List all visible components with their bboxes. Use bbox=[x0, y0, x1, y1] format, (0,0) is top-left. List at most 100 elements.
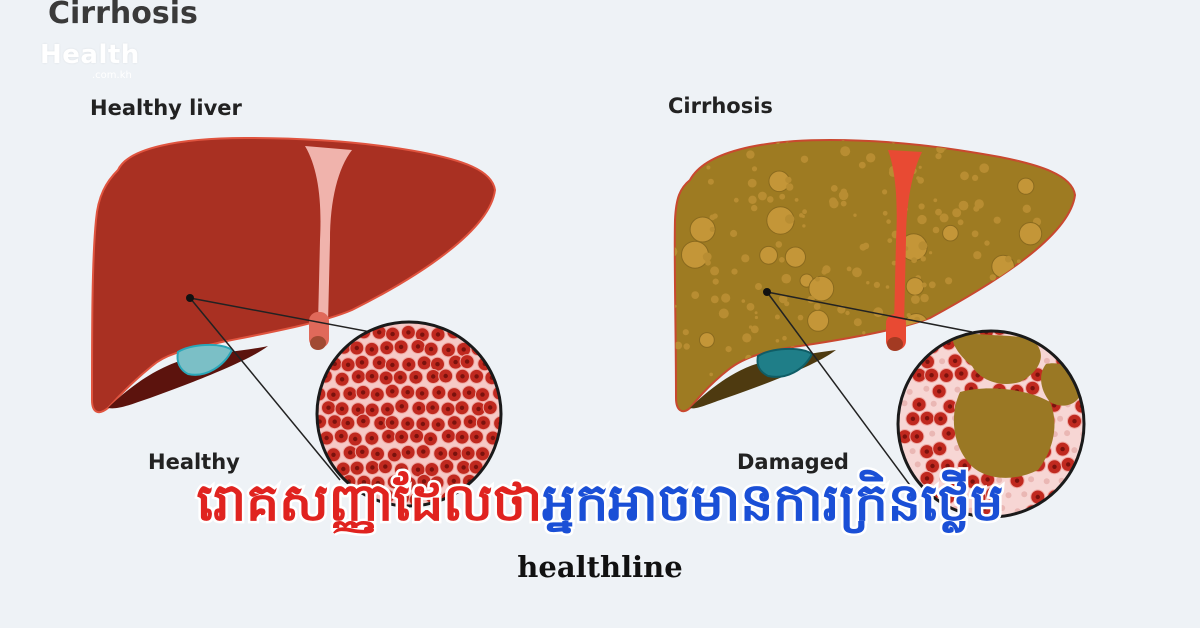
healthy-cell bbox=[506, 357, 520, 371]
label-cirrhosis: Cirrhosis bbox=[668, 94, 773, 118]
damaged-cell-nucleus bbox=[914, 434, 920, 439]
cirrhotic-nodule bbox=[805, 392, 815, 402]
healthy-cell-nucleus bbox=[377, 330, 382, 335]
fibrosis-patch-top bbox=[951, 331, 1041, 384]
damaged-cell-nucleus bbox=[959, 371, 964, 376]
cirrhotic-nodule bbox=[840, 146, 851, 157]
cirrhotic-nodule bbox=[746, 150, 755, 159]
healthy-cell-nucleus bbox=[369, 347, 374, 352]
damaged-cell-nucleus bbox=[938, 416, 943, 421]
healthy-cell bbox=[439, 322, 455, 326]
cirrhotic-nodule bbox=[835, 349, 844, 358]
healthy-cell-nucleus bbox=[332, 329, 337, 335]
healthy-cell-nucleus bbox=[339, 433, 344, 439]
healthy-cell bbox=[484, 338, 500, 354]
healthy-cell-nucleus bbox=[480, 451, 485, 456]
healthline-logo: healthline bbox=[517, 550, 683, 584]
cirrhotic-nodule bbox=[920, 256, 926, 262]
watermark-domain: .com.kh bbox=[92, 70, 132, 81]
healthy-cell-nucleus bbox=[369, 374, 375, 379]
cirrhotic-nodule bbox=[933, 198, 938, 203]
healthy-cell-nucleus bbox=[399, 404, 404, 409]
damaged-tissue-speck bbox=[929, 430, 936, 437]
healthy-cell bbox=[497, 371, 501, 387]
cirrhotic-nodule bbox=[882, 210, 888, 216]
cirrhotic-nodule bbox=[990, 140, 998, 144]
healthy-cell-nucleus bbox=[323, 465, 328, 470]
cirrhotic-nodule bbox=[741, 254, 750, 263]
cirrhotic-nodule bbox=[1049, 246, 1064, 261]
healthy-cell-nucleus bbox=[488, 316, 492, 320]
damaged-cell-nucleus bbox=[937, 446, 942, 451]
healthy-cell-nucleus bbox=[331, 452, 336, 457]
damaged-cell bbox=[1054, 331, 1069, 338]
cirrhotic-nodule bbox=[797, 314, 804, 321]
cirrhotic-nodule bbox=[840, 200, 847, 207]
damaged-cell-nucleus bbox=[1079, 460, 1084, 466]
cirrhotic-nodule bbox=[786, 183, 794, 191]
cirrhotic-nodule bbox=[785, 214, 795, 224]
healthy-cell-nucleus bbox=[384, 345, 389, 350]
cirrhotic-nodule bbox=[893, 385, 899, 391]
damaged-tissue-speck bbox=[939, 475, 945, 482]
cirrhotic-nodule bbox=[787, 384, 813, 409]
healthy-cell-nucleus bbox=[310, 408, 314, 412]
cirrhotic-nodule bbox=[1017, 177, 1035, 195]
damaged-cell-nucleus bbox=[1072, 419, 1077, 424]
damaged-cell bbox=[1040, 331, 1056, 338]
healthy-cell-nucleus bbox=[461, 347, 466, 352]
healthy-cell-nucleus bbox=[326, 405, 331, 410]
cirrhotic-nodule bbox=[800, 155, 809, 163]
healthy-cell-nucleus bbox=[400, 495, 405, 500]
healthy-cell-nucleus bbox=[325, 346, 330, 351]
cirrhotic-nodule bbox=[942, 224, 959, 242]
cirrhotic-nodule bbox=[882, 189, 888, 195]
damaged-tissue-speck bbox=[1005, 492, 1012, 499]
damaged-tissue-speck bbox=[954, 386, 961, 393]
cirrhotic-nodule bbox=[686, 143, 694, 150]
healthy-cell-nucleus bbox=[310, 435, 314, 439]
cirrhotic-nodule bbox=[859, 243, 867, 251]
damaged-cell-nucleus bbox=[982, 506, 987, 511]
damaged-cell-nucleus bbox=[925, 359, 930, 364]
healthy-cell-nucleus bbox=[353, 436, 358, 442]
healthy-cell-nucleus bbox=[354, 345, 359, 351]
healthy-cell-nucleus bbox=[504, 345, 508, 349]
healthy-cell-nucleus bbox=[331, 392, 336, 397]
healthy-cell-nucleus bbox=[360, 390, 366, 395]
cirrhotic-nodule bbox=[689, 151, 699, 161]
cirrhotic-nodule bbox=[691, 291, 700, 299]
cirrhotic-nodule bbox=[725, 346, 732, 353]
healthy-cell-nucleus bbox=[383, 375, 389, 381]
healthy-cell-nucleus bbox=[377, 360, 382, 365]
damaged-tissue-speck bbox=[923, 385, 930, 392]
damaged-tissue-speck bbox=[937, 331, 944, 335]
damaged-tissue-speck bbox=[906, 388, 913, 395]
cirrhotic-nodule bbox=[707, 178, 714, 185]
healthy-cell bbox=[492, 357, 501, 372]
healthy-cell-nucleus bbox=[347, 391, 353, 396]
cirrhotic-nodule bbox=[709, 372, 713, 377]
healthy-cell bbox=[453, 322, 469, 324]
cirrhotic-nodule bbox=[711, 407, 717, 412]
healthy-cell-nucleus bbox=[345, 420, 350, 426]
damaged-cell-nucleus bbox=[962, 463, 967, 468]
cirrhotic-nodule bbox=[775, 339, 780, 343]
cirrhotic-nodule bbox=[929, 251, 933, 255]
healthy-cell-nucleus bbox=[436, 422, 441, 427]
healthy-cell-nucleus bbox=[452, 420, 457, 425]
cirrhotic-nodule bbox=[866, 281, 870, 285]
damaged-cell-nucleus bbox=[907, 358, 912, 364]
cirrhotic-nodule bbox=[974, 199, 984, 209]
healthy-cell-nucleus bbox=[511, 450, 515, 454]
healthy-cell-nucleus bbox=[370, 407, 375, 413]
healthy-cell-nucleus bbox=[407, 481, 412, 486]
cirrhotic-nodule bbox=[682, 329, 689, 336]
damaged-tissue-speck bbox=[898, 446, 899, 453]
healthy-cell bbox=[498, 339, 501, 355]
healthy-cell-nucleus bbox=[399, 467, 404, 472]
healthy-cell-nucleus bbox=[446, 347, 451, 353]
cirrhotic-nodule bbox=[918, 203, 925, 210]
healthy-cell-nucleus bbox=[390, 362, 395, 368]
